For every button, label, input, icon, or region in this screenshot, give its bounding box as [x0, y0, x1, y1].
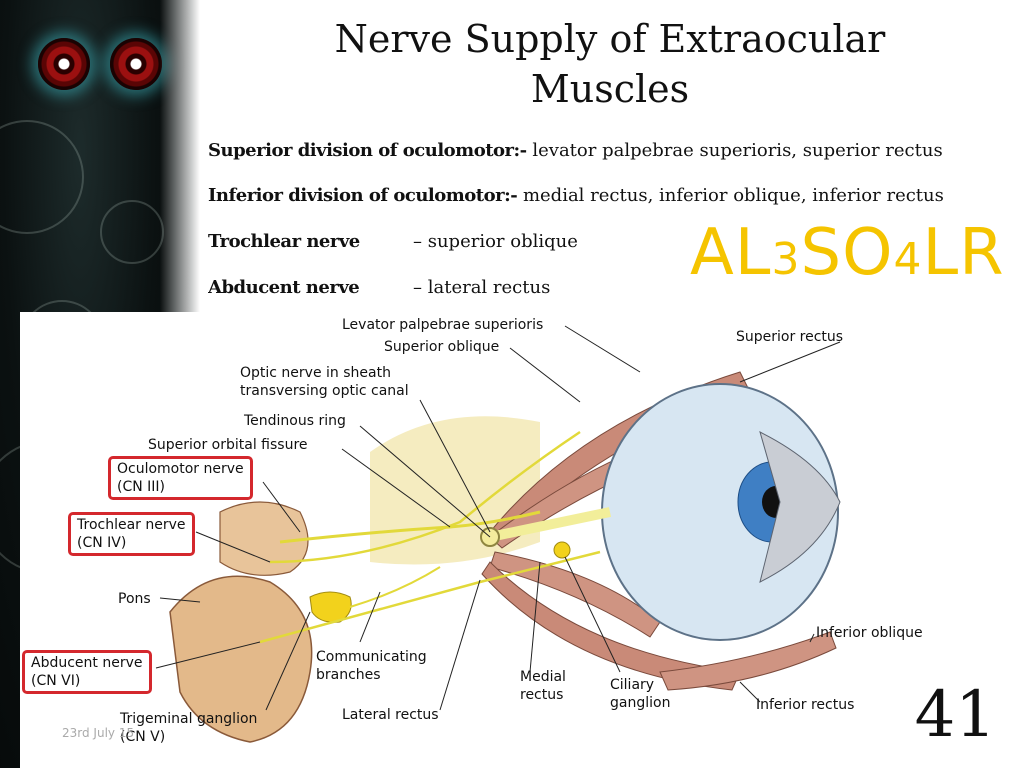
nerve-name: Superior division of oculomotor:-	[208, 140, 527, 161]
label-tendinous-ring: Tendinous ring	[244, 412, 346, 430]
slide-title-text: Nerve Supply of Extraocular Muscles	[335, 17, 886, 111]
label-ciliary-ganglion: Ciliary ganglion	[610, 676, 670, 712]
label-abducent-nerve: Abducent nerve (CN VI)	[22, 650, 152, 694]
nerve-muscles: levator palpebrae superioris, superior r…	[532, 140, 942, 161]
mnemonic-digit: 3	[771, 234, 800, 285]
mnemonic-part: AL	[690, 216, 771, 290]
label-superior-oblique: Superior oblique	[384, 338, 499, 356]
slide-title: Nerve Supply of Extraocular Muscles	[250, 14, 970, 114]
slide-number: 41	[915, 678, 996, 752]
label-trigeminal-ganglion: Trigeminal ganglion (CN V)	[120, 710, 257, 746]
label-trochlear-nerve: Trochlear nerve (CN IV)	[68, 512, 195, 556]
nerve-item-superior-oculomotor: Superior division of oculomotor:- levato…	[208, 140, 1024, 161]
nerve-muscles: medial rectus, inferior oblique, inferio…	[523, 185, 944, 206]
slide-date: 23rd July 15	[62, 726, 134, 740]
anatomy-figure: Levator palpebrae superioris Superior ob…	[20, 312, 1024, 768]
label-inferior-oblique: Inferior oblique	[816, 624, 923, 642]
nerve-muscles: – superior oblique	[413, 231, 578, 252]
nerve-muscles: – lateral rectus	[413, 277, 550, 298]
mnemonic: AL3SO4LR	[690, 216, 1005, 290]
orbit-shading	[370, 416, 540, 564]
inferior-oblique-muscle	[660, 632, 836, 690]
label-optic-nerve: Optic nerve in sheath transversing optic…	[240, 364, 409, 400]
label-levator: Levator palpebrae superioris	[342, 316, 543, 334]
communicating-branch-path	[350, 567, 440, 607]
nerve-name: Inferior division of oculomotor:-	[208, 185, 517, 206]
label-superior-rectus: Superior rectus	[736, 328, 843, 346]
nerve-name: Trochlear nerve	[208, 231, 360, 252]
mnemonic-part: LR	[922, 216, 1004, 290]
left-eye-icon	[38, 38, 90, 90]
label-medial-rectus: Medial rectus	[520, 668, 566, 704]
decorative-swirl	[0, 120, 84, 234]
label-superior-orbital-fissure: Superior orbital fissure	[148, 436, 308, 454]
nerve-item-inferior-oculomotor: Inferior division of oculomotor:- medial…	[208, 185, 1024, 206]
midbrain-shape	[220, 502, 308, 575]
ciliary-ganglion-shape	[554, 542, 570, 558]
label-communicating-branches: Communicating branches	[316, 648, 427, 684]
mnemonic-part: SO	[800, 216, 893, 290]
decorative-swirl	[100, 200, 164, 264]
mnemonic-digit: 4	[893, 234, 922, 285]
label-lateral-rectus: Lateral rectus	[342, 706, 439, 724]
label-oculomotor-nerve: Oculomotor nerve (CN III)	[108, 456, 253, 500]
label-inferior-rectus: Inferior rectus	[756, 696, 854, 714]
right-eye-icon	[110, 38, 162, 90]
nerve-name: Abducent nerve	[208, 277, 359, 298]
label-pons: Pons	[118, 590, 151, 608]
